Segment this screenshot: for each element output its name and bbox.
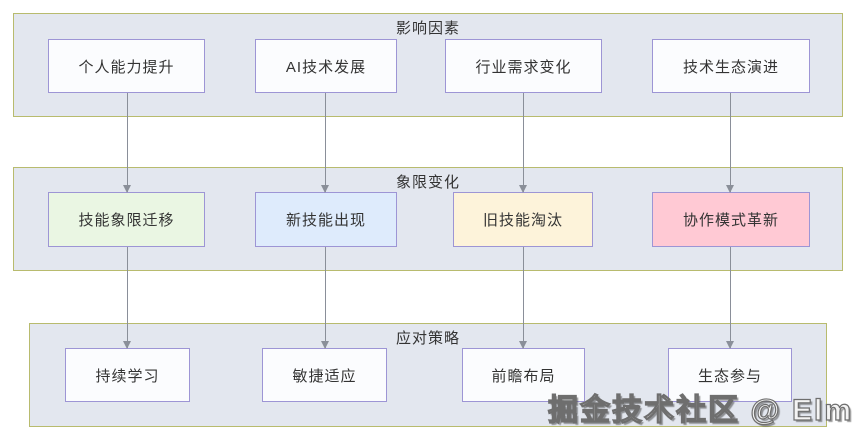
section-title-quadrant-changes: 象限变化	[395, 174, 460, 191]
arrow-col3-to-row2	[519, 93, 527, 193]
node-ecosystem-participation: 生态参与	[668, 348, 792, 402]
section-title-response-strategies: 应对策略	[395, 330, 460, 347]
node-skill-quadrant-shift: 技能象限迁移	[48, 192, 205, 247]
node-industry-demand-change: 行业需求变化	[445, 39, 602, 93]
node-personal-ability: 个人能力提升	[48, 39, 205, 93]
section-title-influencing-factors: 影响因素	[395, 20, 460, 37]
node-forward-planning: 前瞻布局	[462, 348, 585, 402]
node-continuous-learning: 持续学习	[65, 348, 190, 402]
node-agile-adaptation: 敏捷适应	[262, 348, 387, 402]
node-collaboration-model-innovation: 协作模式革新	[652, 192, 810, 247]
node-new-skills-emerge: 新技能出现	[255, 192, 397, 247]
arrow-col1-to-row2	[123, 93, 131, 193]
arrow-col2-to-row3	[321, 247, 329, 349]
watermark: 掘金技术社区 @ Elm	[547, 393, 853, 427]
arrow-col1-to-row3	[123, 247, 131, 349]
arrow-col4-to-row2	[726, 93, 734, 193]
node-tech-ecosystem-evolution: 技术生态演进	[652, 39, 810, 93]
arrow-col4-to-row3	[726, 247, 734, 349]
node-ai-tech-development: AI技术发展	[255, 39, 397, 93]
node-old-skills-obsolete: 旧技能淘汰	[453, 192, 593, 247]
arrow-col2-to-row2	[321, 93, 329, 193]
arrow-col3-to-row3	[519, 247, 527, 349]
